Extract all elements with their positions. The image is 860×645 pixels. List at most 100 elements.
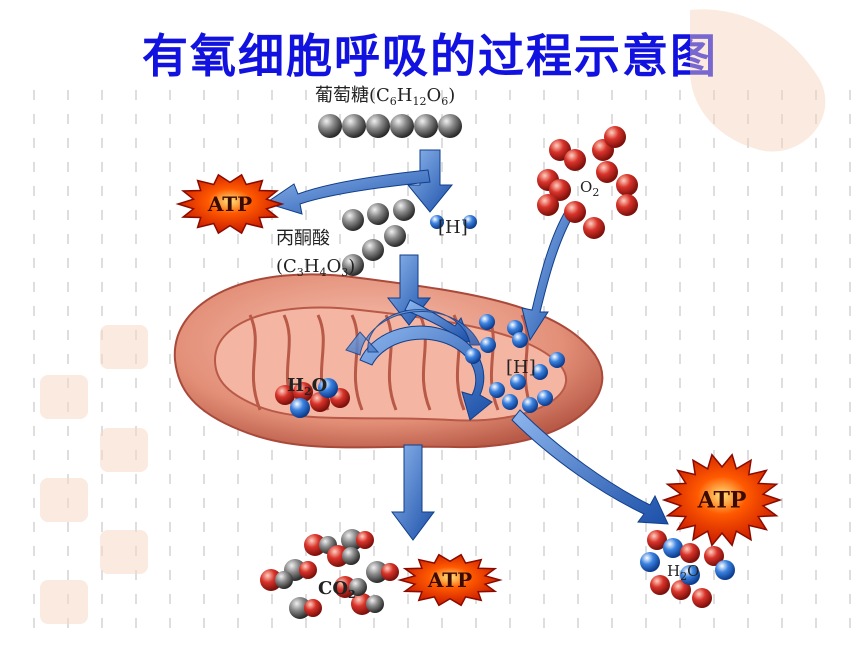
seal-watermark-icon (100, 325, 148, 369)
molecule-icon (479, 314, 495, 330)
label-glucose: 葡萄糖(C6H12O6) (315, 85, 455, 108)
molecule-icon (640, 552, 660, 572)
molecule-icon (537, 194, 559, 216)
atp-label: ATP (697, 488, 747, 514)
molecule-icon (341, 529, 363, 551)
molecule-icon (502, 394, 518, 410)
seal-watermark-icon (40, 580, 88, 624)
molecule-icon (390, 114, 414, 138)
molecule-icon (304, 599, 322, 617)
molecule-icon (510, 374, 526, 390)
label-h2o-left: H2O (287, 375, 327, 398)
arrow-o2-down (521, 209, 575, 342)
krebs-cycle-arrow-2 (345, 309, 481, 356)
molecule-icon (366, 595, 384, 613)
atp-bursts: ATP ATP ATP (175, 173, 783, 607)
molecule-icon (616, 174, 638, 196)
molecule-icon (537, 390, 553, 406)
label-h-top: [H] (438, 217, 468, 238)
molecule-icon (342, 209, 364, 231)
molecule-icon (304, 534, 326, 556)
molecule-icon (327, 545, 349, 567)
molecule-icon (289, 597, 311, 619)
molecule-icon (596, 161, 618, 183)
molecule-icon (650, 575, 670, 595)
krebs-cycle-arrow (359, 325, 493, 421)
molecule-icon (522, 397, 538, 413)
molecule-icon (663, 538, 683, 558)
molecule-icon (366, 561, 388, 583)
seal-watermarks (40, 9, 826, 624)
molecule-icon (512, 332, 528, 348)
molecule-icon (275, 385, 295, 405)
molecule-icon (704, 546, 724, 566)
molecule-icon (715, 560, 735, 580)
label-pyruvate: 丙酮酸 (276, 228, 330, 249)
molecule-icon (680, 565, 700, 585)
molecule-groups (260, 114, 735, 619)
pathway-arrows (264, 149, 669, 541)
molecule-icon (290, 398, 310, 418)
molecule-icon (583, 217, 605, 239)
molecule-icon (507, 320, 523, 336)
molecule-icon (604, 126, 626, 148)
molecule-icon (334, 576, 356, 598)
molecule-icon (671, 580, 691, 600)
label-pyruvate-formula: (C3H4O3) (276, 256, 355, 279)
molecule-icon (393, 199, 415, 221)
molecule-icon (692, 588, 712, 608)
molecule-icon (549, 352, 565, 368)
label-co2: CO2 (318, 578, 356, 601)
molecule-icon (564, 149, 586, 171)
molecule-icon (356, 531, 374, 549)
molecule-icon (318, 378, 338, 398)
seal-watermark-icon (690, 9, 826, 152)
slide-title: 有氧细胞呼吸的过程示意图 (142, 29, 718, 83)
molecule-icon (349, 578, 367, 596)
seal-watermark-icon (100, 530, 148, 574)
molecule-icon (532, 364, 548, 380)
molecule-icon (293, 382, 313, 402)
seal-watermark-icon (40, 375, 88, 419)
molecule-icon (680, 543, 700, 563)
molecule-icon (362, 239, 384, 261)
molecule-icon (414, 114, 438, 138)
molecule-icon (564, 201, 586, 223)
molecule-icon (616, 194, 638, 216)
seal-watermark-icon (40, 478, 88, 522)
molecule-icon (318, 114, 342, 138)
molecule-icon (367, 203, 389, 225)
molecule-icon (465, 348, 481, 364)
molecule-icon (438, 114, 462, 138)
molecule-icon (342, 547, 360, 565)
atp-label: ATP (207, 192, 252, 216)
label-h-mito: [H] (506, 357, 536, 378)
arrow-to-atp-right (511, 409, 669, 525)
label-h2o-right: H2O (667, 562, 699, 583)
molecule-icon (351, 593, 373, 615)
diagram-labels: 葡萄糖(C6H12O6) 丙酮酸 (C3H4O3) [H] [H] O2 H2O… (276, 85, 699, 601)
molecule-icon (342, 254, 364, 276)
arrow-to-co2 (391, 444, 435, 541)
atp-burst-right: ATP (661, 453, 783, 547)
atp-burst-icon (661, 453, 783, 547)
molecule-icon (384, 225, 406, 247)
molecule-icon (342, 114, 366, 138)
molecule-icon (647, 530, 667, 550)
arrow-to-atp-left (264, 169, 431, 215)
molecule-icon (275, 571, 293, 589)
molecule-icon (480, 337, 496, 353)
atp-burst-bottom: ATP (397, 553, 503, 607)
molecule-icon (489, 382, 505, 398)
molecule-icon (549, 179, 571, 201)
atp-burst-icon (175, 173, 285, 235)
molecule-icon (299, 561, 317, 579)
molecule-icon (366, 114, 390, 138)
label-o2: O2 (580, 178, 599, 199)
atp-label: ATP (427, 568, 472, 592)
molecule-icon (381, 563, 399, 581)
molecule-icon (463, 215, 477, 229)
molecule-icon (260, 569, 282, 591)
